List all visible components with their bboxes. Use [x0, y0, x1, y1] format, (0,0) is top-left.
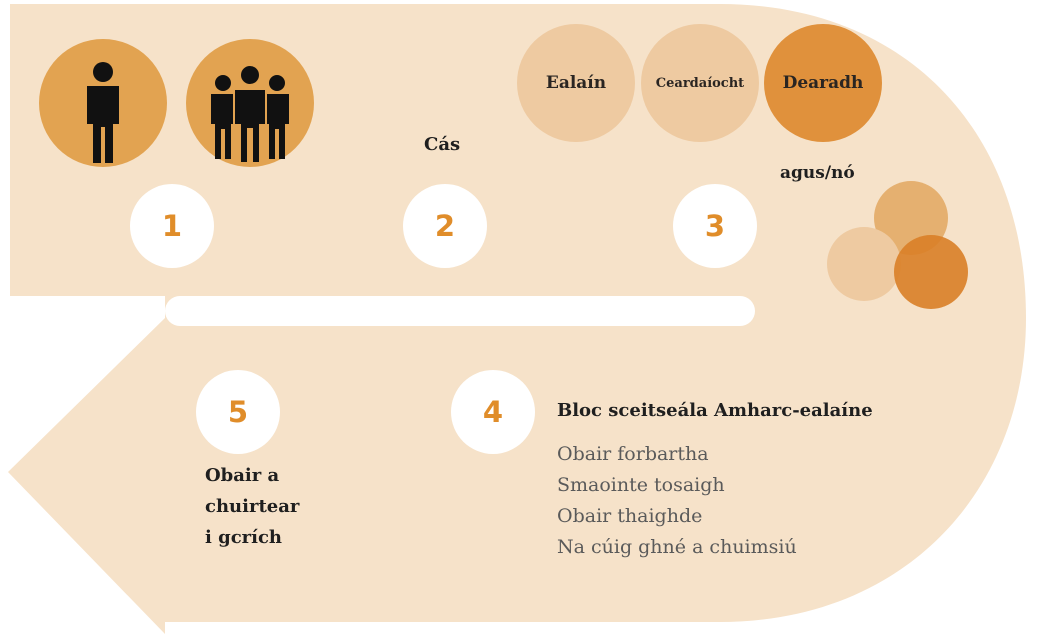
finished-work-line-2: chuirtear [205, 496, 300, 517]
step-2-circle: 2 [403, 184, 487, 268]
category-craft: Ceardaíocht [641, 24, 759, 142]
finished-work-label: Obair a chuirtear i gcrích [205, 460, 299, 553]
list-item: Smaointe tosaigh [557, 474, 725, 496]
sketchbook-title: Bloc sceitseála Amharc-ealaíne [557, 400, 873, 421]
step-4-number: 4 [482, 395, 504, 429]
group-circle [186, 39, 314, 167]
step-2-number: 2 [434, 209, 456, 243]
list-item: Obair forbartha [557, 443, 709, 465]
single-person-circle [39, 39, 167, 167]
band-gap [165, 296, 755, 326]
category-art: Ealaín [517, 24, 635, 142]
venn-circle-left [827, 227, 901, 301]
step-3-number: 3 [704, 209, 726, 243]
step-1-circle: 1 [130, 184, 214, 268]
finished-work-line-3: i gcrích [205, 527, 283, 548]
person-icon [87, 62, 119, 163]
step-4-circle: 4 [451, 370, 535, 454]
step-5-circle: 5 [196, 370, 280, 454]
category-design: Dearadh [764, 24, 882, 142]
list-item: Obair thaighde [557, 505, 703, 527]
list-item: Na cúig ghné a chuimsiú [557, 536, 797, 558]
step-5-number: 5 [227, 395, 249, 429]
finished-work-line-1: Obair a [205, 465, 280, 486]
sketchbook-list: Obair forbartha Smaointe tosaigh Obair t… [557, 439, 797, 563]
step-3-circle: 3 [673, 184, 757, 268]
group-icon [211, 64, 289, 164]
case-label: Cás [424, 134, 461, 155]
venn-circle-right [894, 235, 968, 309]
and-or-label: agus/nó [780, 163, 855, 183]
step-1-number: 1 [161, 209, 183, 243]
